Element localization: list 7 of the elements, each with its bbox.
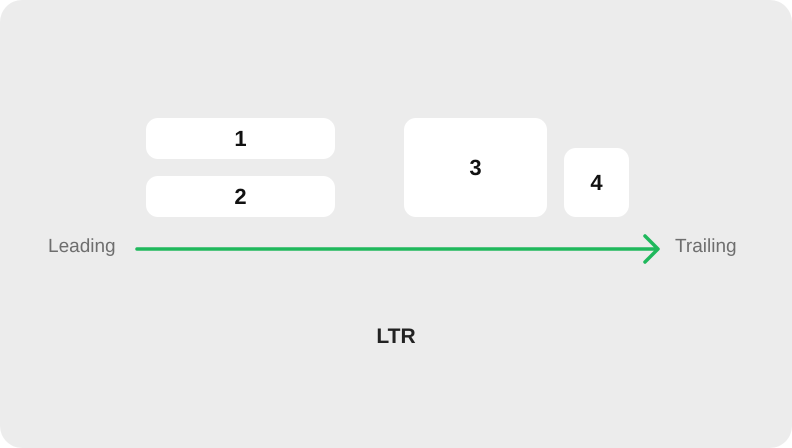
leading-label: Leading [48, 236, 116, 258]
box-number: 2 [234, 184, 247, 210]
box-number: 1 [234, 126, 247, 152]
box-number: 3 [469, 154, 482, 180]
trailing-label: Trailing [675, 236, 737, 258]
box-number: 4 [590, 170, 603, 196]
direction-caption: LTR [376, 325, 416, 349]
